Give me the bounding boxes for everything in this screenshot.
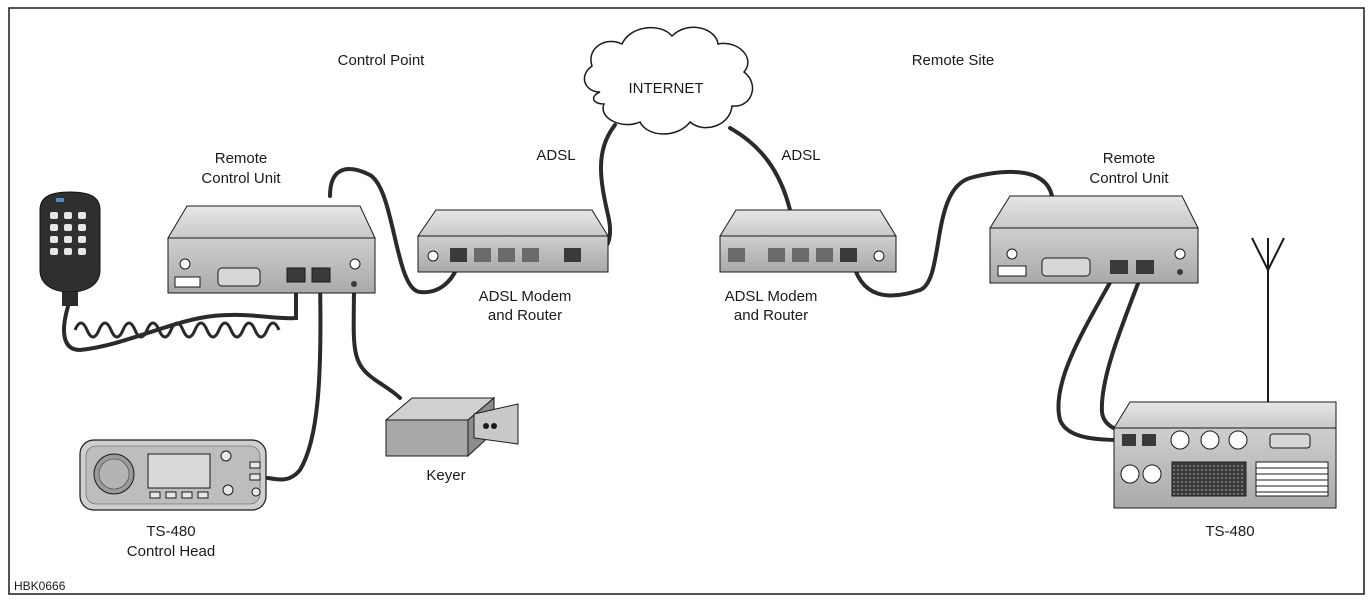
remote-site-label: Remote Site <box>912 52 995 69</box>
internet-label: INTERNET <box>629 80 704 97</box>
mic-coil-cable <box>62 278 298 353</box>
control-head-label-line1: TS-480 <box>146 523 195 540</box>
control-head-display <box>147 453 211 489</box>
mic-coil-pattern <box>73 321 281 339</box>
rcu-right-port-1 <box>1110 260 1128 274</box>
adsl-cable-right <box>728 126 792 212</box>
rcu-left-label-line2: Control Unit <box>201 170 281 187</box>
adsl-modem-right <box>719 209 897 273</box>
control-head-label-line2: Control Head <box>127 543 215 560</box>
rcu-right-label-line2: Control Unit <box>1089 170 1169 187</box>
radio-vent <box>1255 461 1329 497</box>
adsl-label-left: ADSL <box>536 147 575 164</box>
modem-left-label-line1: ADSL Modem <box>479 288 572 305</box>
ts480-control-head <box>79 439 267 511</box>
rcu-left-port-2 <box>311 267 331 283</box>
antenna-icon <box>1251 237 1285 273</box>
mic-led <box>56 198 64 202</box>
modem-right-label-line1: ADSL Modem <box>725 288 818 305</box>
radio-label: TS-480 <box>1205 523 1254 540</box>
adsl-modem-left <box>417 209 609 273</box>
keyer <box>384 396 519 458</box>
microphone <box>39 191 101 306</box>
diagram-frame <box>8 7 1365 595</box>
radio-speaker-grill <box>1171 461 1247 497</box>
remote-control-unit-left <box>167 205 376 294</box>
lan-cable-right <box>850 170 1054 298</box>
rcu-left-label-line1: Remote <box>215 150 268 167</box>
lan-cable-left <box>328 167 462 295</box>
internet-cloud: INTERNET <box>583 26 754 135</box>
adsl-label-right: ADSL <box>781 147 820 164</box>
keyer-cable <box>351 282 402 400</box>
keyer-label: Keyer <box>426 467 465 484</box>
rcu-right-port-2 <box>1136 260 1154 274</box>
control-head-cable <box>266 280 323 482</box>
modem-left-label-line2: and Router <box>488 307 562 324</box>
radio-cable-1 <box>1056 266 1132 442</box>
rcu-left-port-1 <box>286 267 306 283</box>
modem-right-label-line2: and Router <box>734 307 808 324</box>
figure-id-label: HBK0666 <box>14 579 66 593</box>
control-point-label: Control Point <box>338 52 426 69</box>
rcu-right-label-line1: Remote <box>1103 150 1156 167</box>
remote-control-unit-right <box>989 195 1199 284</box>
ts480-radio <box>1113 237 1337 509</box>
